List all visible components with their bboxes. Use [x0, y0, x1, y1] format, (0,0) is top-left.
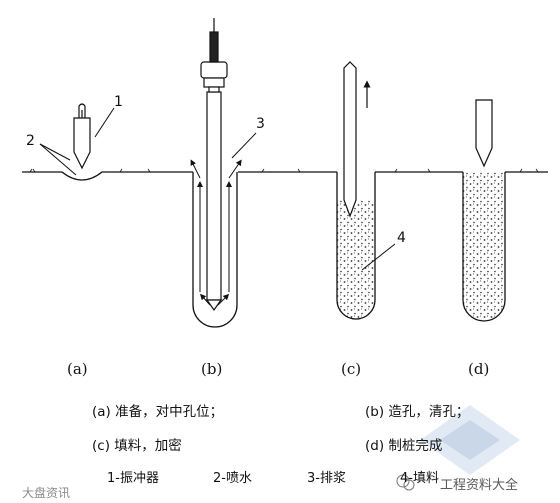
- stage-label-c: (c): [341, 360, 362, 378]
- grass-ticks: [29, 168, 539, 173]
- vibroflot-b: [200, 18, 228, 312]
- vibroflot-a: [73, 103, 91, 170]
- caption-a: (a) 准备，对中孔位；: [92, 404, 224, 420]
- borehole-b: [192, 172, 238, 328]
- watermark-right: 工程资料大全: [440, 478, 519, 493]
- vibroflot-c: [343, 61, 357, 218]
- flow-arrows-b: [190, 159, 242, 306]
- watermark-logo: [420, 405, 520, 475]
- legend-2: 2-喷水: [213, 471, 252, 486]
- stage-label-a: (a): [67, 360, 88, 378]
- ground-line: [22, 171, 548, 181]
- stage-label-d: (d): [468, 360, 490, 378]
- legend-4: 4-填料: [400, 471, 439, 486]
- caption-b: (b) 造孔，清孔；: [365, 404, 470, 420]
- pile-d: [462, 172, 506, 322]
- callout-1: 1: [114, 94, 123, 110]
- stage-label-b: (b): [201, 360, 223, 378]
- caption-d: (d) 制桩完成: [365, 438, 443, 454]
- caption-c: (c) 填料，加密: [92, 438, 182, 454]
- wechat-icon: [396, 474, 415, 491]
- callout-3: 3: [256, 116, 265, 132]
- callout-2: 2: [26, 133, 35, 149]
- watermark-left: 大盘资讯: [22, 486, 71, 500]
- leader-line-b: [231, 132, 257, 159]
- legend-3: 3-排浆: [307, 471, 346, 486]
- leader-line-c: [361, 243, 396, 271]
- callout-4: 4: [397, 230, 406, 246]
- borehole-c: [336, 172, 376, 320]
- leader-lines-a: [39, 107, 115, 176]
- vibroflot-d: [475, 99, 493, 168]
- legend-1: 1-振冲器: [107, 471, 159, 486]
